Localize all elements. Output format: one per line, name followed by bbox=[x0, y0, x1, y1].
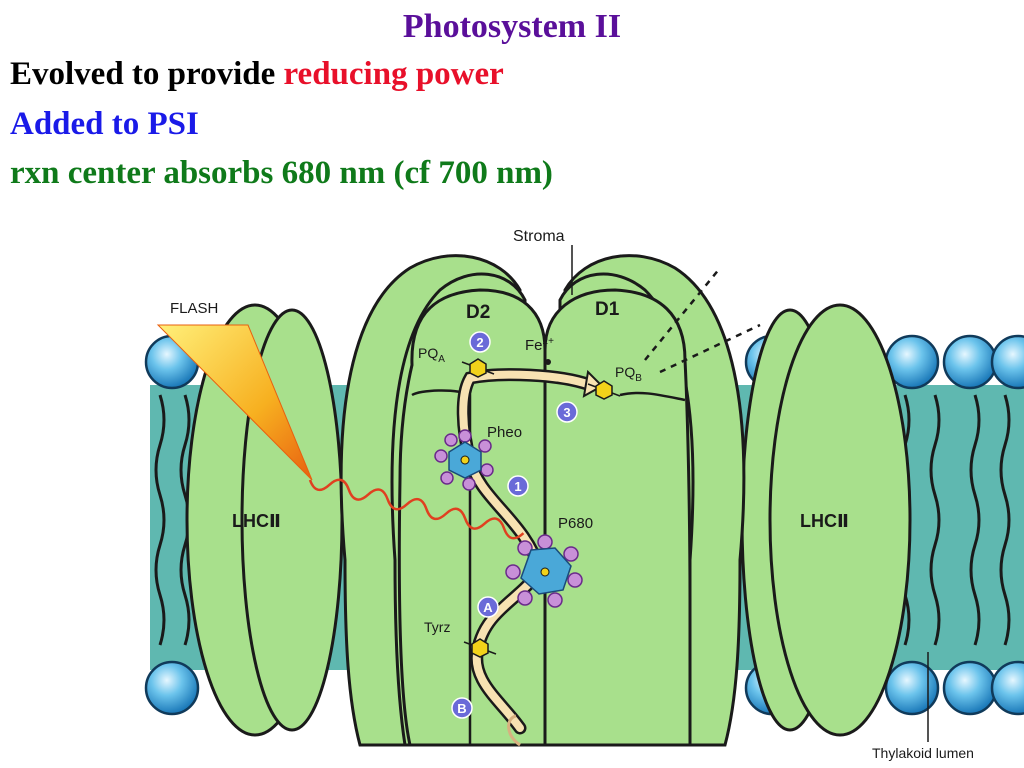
fe-label-sup: 2+ bbox=[543, 336, 555, 347]
lhcii-left-label: LHCⅡ bbox=[232, 511, 281, 531]
pqb-label: PQB bbox=[615, 364, 642, 384]
tyrz-residue bbox=[463, 638, 497, 658]
step-badges: 2 3 1 A B bbox=[451, 331, 578, 719]
bullet-line-3: rxn center absorbs 680 nm (cf 700 nm) bbox=[10, 155, 553, 191]
pqa-label-sub: A bbox=[438, 354, 445, 365]
excitation-wave bbox=[308, 478, 525, 540]
d1-subunit bbox=[543, 288, 692, 747]
pqb-exit-dashes bbox=[644, 267, 761, 374]
d2-subunit bbox=[397, 288, 547, 747]
step-1-badge: 1 bbox=[507, 475, 529, 497]
step-1-label: 1 bbox=[514, 479, 521, 494]
thylakoid-lumen-label: Thylakoid lumen bbox=[872, 745, 974, 761]
fe-label: Fe2+ bbox=[525, 336, 554, 354]
step-3-badge: 3 bbox=[556, 401, 578, 423]
step-2-badge: 2 bbox=[469, 331, 491, 353]
d2-label: D2 bbox=[466, 302, 490, 323]
stroma-label: Stroma bbox=[513, 228, 565, 245]
bullet-line-2: Added to PSI bbox=[10, 106, 199, 142]
p680-chlorophyll bbox=[505, 534, 583, 608]
d1-inner-fold bbox=[619, 391, 686, 402]
lhcii-right-label: LHCⅡ bbox=[800, 511, 849, 531]
pqa-quinone bbox=[461, 358, 495, 378]
fe-label-main: Fe bbox=[525, 337, 543, 354]
pqb-quinone bbox=[587, 380, 621, 400]
flash-beam bbox=[156, 324, 313, 481]
tyrz-label: Tyrz bbox=[424, 619, 450, 635]
p680-label: P680 bbox=[558, 515, 593, 532]
bullet-line-1-prefix: Evolved to provide bbox=[10, 56, 284, 92]
bullet-line-1: Evolved to provide reducing power bbox=[10, 56, 504, 93]
bullet-line-1-highlight: reducing power bbox=[283, 56, 504, 92]
step-b-label: B bbox=[457, 701, 466, 716]
pqa-label-main: PQ bbox=[418, 345, 438, 361]
step-2-label: 2 bbox=[476, 335, 483, 350]
pqb-label-main: PQ bbox=[615, 364, 635, 380]
step-a-label: A bbox=[483, 600, 493, 615]
step-b-badge: B bbox=[451, 697, 473, 719]
lhcii-right-complex bbox=[740, 303, 912, 737]
step-a-badge: A bbox=[477, 596, 499, 618]
electron-path-arrowhead bbox=[582, 369, 604, 398]
pqb-label-sub: B bbox=[635, 373, 642, 384]
fe-ion bbox=[545, 359, 551, 365]
step-3-label: 3 bbox=[563, 405, 570, 420]
pqa-label: PQA bbox=[418, 345, 445, 365]
d1-label: D1 bbox=[595, 299, 620, 320]
pheo-chlorophyll bbox=[434, 429, 494, 491]
flash-label: FLASH bbox=[170, 300, 218, 317]
water-input-arrow bbox=[507, 714, 521, 747]
pheo-label: Pheo bbox=[487, 424, 522, 441]
slide-title: Photosystem II bbox=[402, 8, 622, 45]
